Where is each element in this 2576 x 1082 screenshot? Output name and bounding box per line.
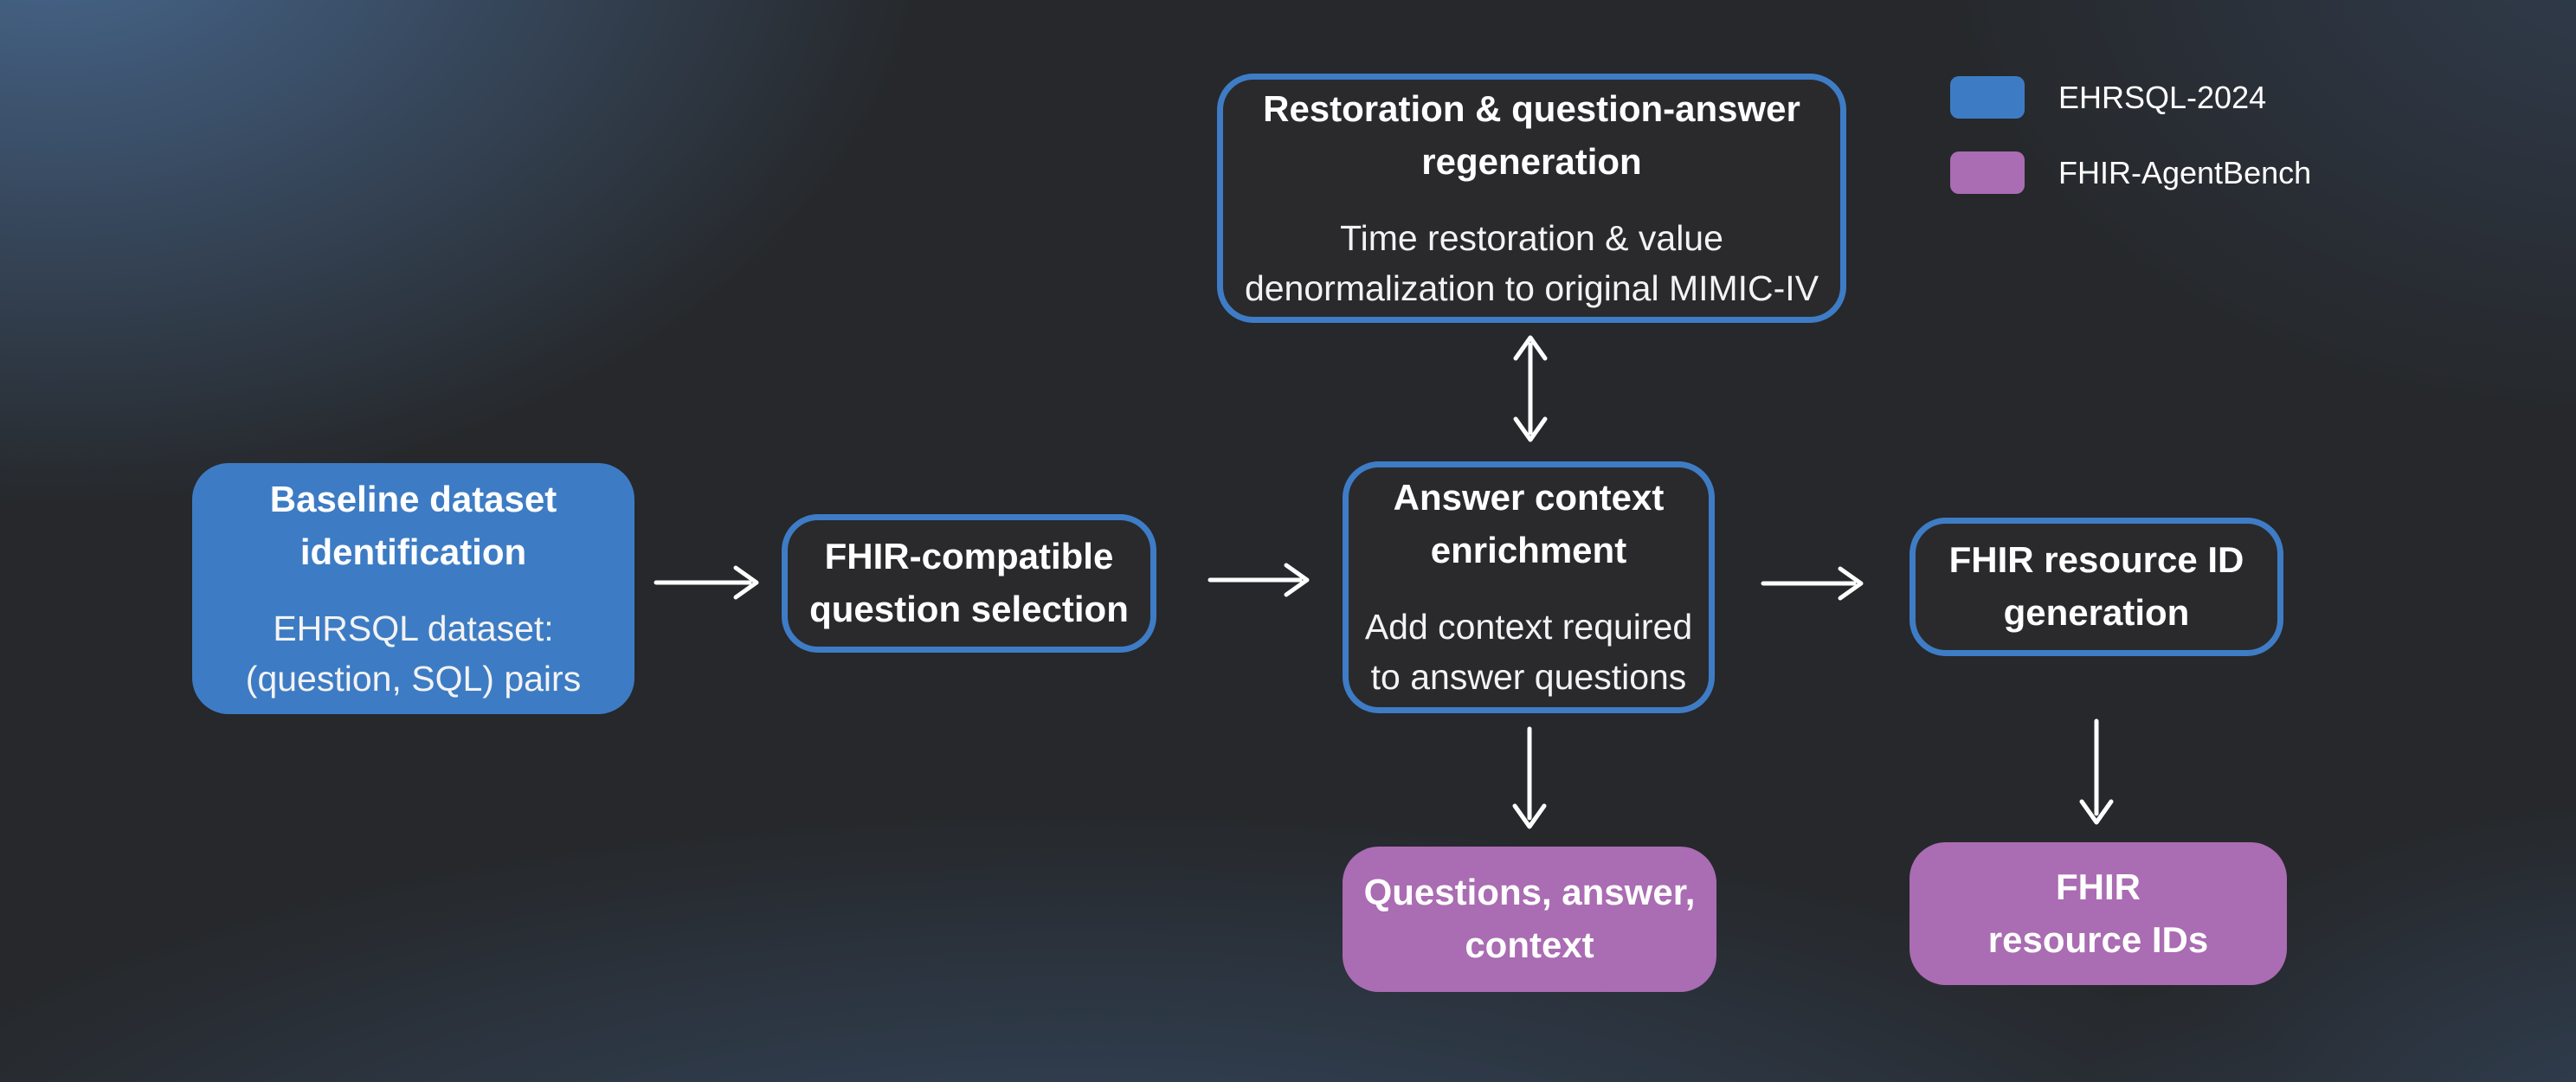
- body-line: Time restoration & value: [1340, 217, 1723, 258]
- node-fhir-resource-id-generation: FHIR resource ID generation: [1909, 518, 2283, 656]
- title-line: FHIR resource ID: [1948, 539, 2244, 581]
- arrow-baseline-to-selection: [654, 565, 759, 600]
- legend-item-fhir-agentbench: FHIR-AgentBench: [1950, 151, 2311, 194]
- arrow-selection-to-enrichment: [1208, 563, 1310, 597]
- legend: EHRSQL-2024 FHIR-AgentBench: [1950, 76, 2311, 194]
- title-line: context: [1465, 924, 1594, 965]
- title-line: identification: [299, 531, 527, 572]
- node-fhir-compatible-question-selection: FHIR-compatible question selection: [782, 514, 1156, 653]
- body-line: EHRSQL dataset:: [273, 608, 554, 648]
- title-line: Restoration & question-answer: [1263, 87, 1800, 129]
- node-body: EHRSQL dataset: (question, SQL) pairs: [246, 603, 581, 704]
- node-title: FHIR resource IDs: [1988, 861, 2208, 967]
- node-title: Answer context enrichment: [1394, 472, 1665, 577]
- legend-label: EHRSQL-2024: [2058, 79, 2267, 115]
- legend-label: FHIR-AgentBench: [2058, 154, 2312, 190]
- node-fhir-resource-ids: FHIR resource IDs: [1909, 842, 2287, 985]
- title-line: enrichment: [1430, 530, 1627, 571]
- title-line: Answer context: [1393, 477, 1665, 518]
- title-line: Baseline dataset: [269, 478, 557, 519]
- body-line: to answer questions: [1370, 657, 1687, 698]
- node-body: Time restoration & value denormalization…: [1245, 213, 1819, 313]
- title-line: question selection: [809, 589, 1129, 629]
- arrow-enrichment-to-generation: [1761, 566, 1864, 601]
- node-answer-context-enrichment: Answer context enrichment Add context re…: [1343, 461, 1715, 713]
- title-line: FHIR-compatible: [824, 536, 1114, 577]
- node-baseline-dataset-identification: Baseline dataset identification EHRSQL d…: [192, 463, 634, 714]
- title-line: Questions, answer,: [1363, 872, 1696, 913]
- legend-swatch-purple: [1950, 151, 2025, 194]
- node-restoration-regeneration: Restoration & question-answer regenerati…: [1217, 74, 1846, 323]
- body-line: Add context required: [1364, 607, 1693, 647]
- title-line: regeneration: [1421, 140, 1642, 182]
- arrow-generation-to-resource-ids: [2079, 718, 2114, 825]
- arrow-enrichment-to-qa-context: [1512, 726, 1547, 829]
- node-title: FHIR-compatible question selection: [809, 531, 1129, 636]
- node-title: Baseline dataset identification: [270, 473, 557, 579]
- title-line: generation: [2003, 592, 2190, 633]
- node-title: FHIR resource ID generation: [1949, 534, 2244, 640]
- body-line: denormalization to original MIMIC-IV: [1244, 267, 1819, 308]
- body-line: (question, SQL) pairs: [245, 658, 582, 699]
- title-line: resource IDs: [1987, 918, 2209, 960]
- node-title: Restoration & question-answer regenerati…: [1263, 83, 1800, 189]
- legend-swatch-blue: [1950, 76, 2025, 119]
- node-body: Add context required to answer questions: [1365, 602, 1692, 702]
- legend-item-ehrsql: EHRSQL-2024: [1950, 76, 2311, 119]
- double-arrow-enrichment-restoration: [1513, 335, 1548, 442]
- title-line: FHIR: [2056, 866, 2141, 907]
- node-questions-answer-context: Questions, answer, context: [1343, 847, 1716, 992]
- node-title: Questions, answer, context: [1364, 866, 1696, 972]
